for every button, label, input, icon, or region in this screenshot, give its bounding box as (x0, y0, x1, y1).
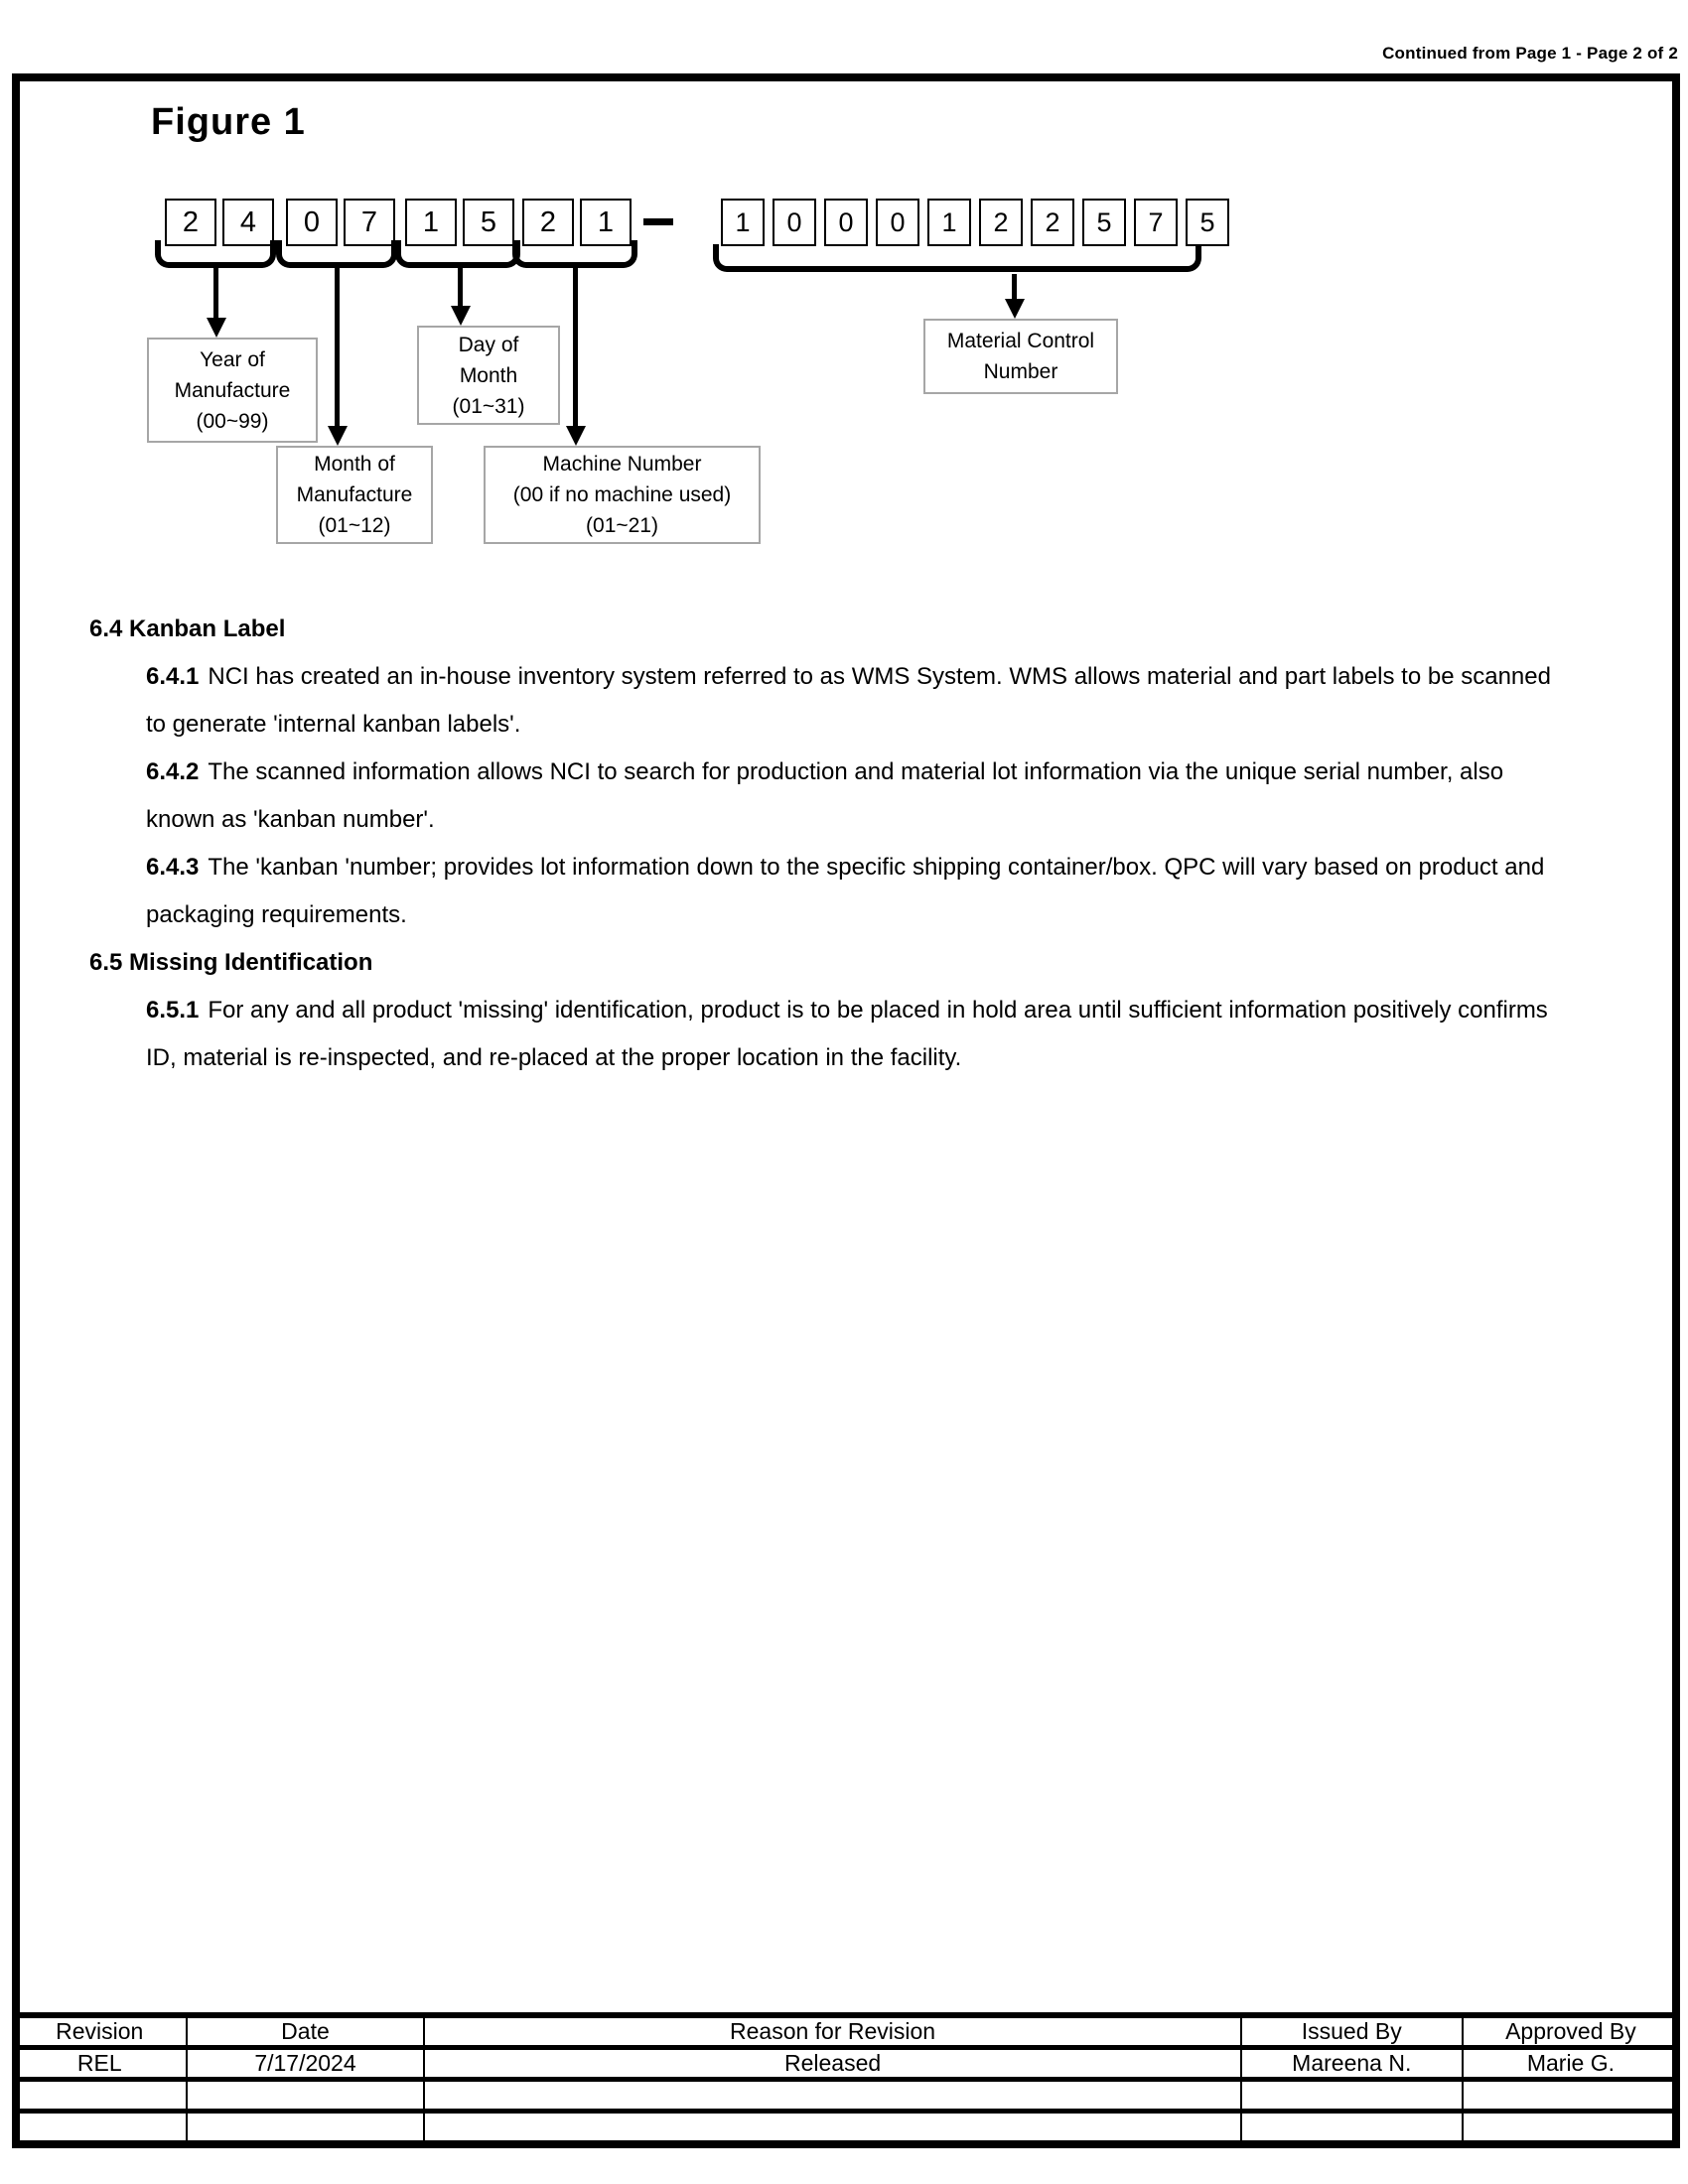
header-cell-revision: Revision (12, 2012, 188, 2048)
digit-box: 2 (979, 199, 1023, 246)
table-row (12, 2077, 1681, 2112)
down-arrow (213, 266, 218, 320)
digit-pair-machine: 2 1 (522, 199, 632, 246)
header-cell-issued-by: Issued By (1239, 2012, 1464, 2048)
digit-pair-day: 1 5 (405, 199, 514, 246)
table-cell: 7/17/2024 (185, 2045, 426, 2080)
down-arrow-head (451, 306, 471, 326)
down-arrow (1012, 274, 1017, 301)
digit-box: 1 (405, 199, 457, 246)
underbrace (155, 240, 276, 268)
down-arrow-head (1005, 299, 1025, 319)
digit-box: 1 (721, 199, 765, 246)
table-cell: Mareena N. (1239, 2045, 1464, 2080)
paragraph-text: NCI has created an in-house inventory sy… (146, 663, 1551, 738)
digit-pair-year: 2 4 (165, 199, 274, 246)
paragraph-text: The 'kanban 'number; provides lot inform… (146, 854, 1545, 928)
down-arrow (458, 266, 463, 308)
digit-box: 2 (1031, 199, 1074, 246)
table-cell (1239, 2109, 1464, 2148)
down-arrow (335, 266, 340, 426)
table-cell: Marie G. (1461, 2045, 1681, 2080)
down-arrow-head (328, 426, 348, 446)
digit-box: 0 (286, 199, 338, 246)
figure-title: Figure 1 (151, 101, 306, 143)
table-cell (1461, 2077, 1681, 2112)
digit-box: 1 (580, 199, 632, 246)
material-control-number-label: Material Control Number (923, 319, 1118, 394)
digit-box: 5 (463, 199, 514, 246)
table-cell: REL (12, 2045, 188, 2080)
digit-box: 2 (165, 199, 216, 246)
digit-box: 5 (1186, 199, 1229, 246)
digit-pair-month: 0 7 (286, 199, 395, 246)
digit-box: 5 (1082, 199, 1126, 246)
paragraph-number: 6.4.3 (146, 854, 200, 881)
digit-box: 7 (1134, 199, 1178, 246)
header-cell-reason: Reason for Revision (423, 2012, 1242, 2048)
down-arrow (573, 266, 578, 426)
month-of-manufacture-label: Month of Manufacture (01~12) (276, 446, 433, 544)
continued-note: Continued from Page 1 - Page 2 of 2 (1382, 44, 1678, 63)
table-cell (1461, 2109, 1681, 2148)
table-cell (12, 2109, 188, 2148)
table-row (12, 2109, 1681, 2148)
table-row: REL 7/17/2024 Released Mareena N. Marie … (12, 2045, 1681, 2080)
paragraph-number: 6.4.2 (146, 758, 200, 785)
table-cell (1239, 2077, 1464, 2112)
paragraph-number: 6.4.1 (146, 663, 200, 690)
day-of-month-label: Day of Month (01~31) (417, 326, 560, 425)
table-cell (185, 2077, 426, 2112)
table-cell (12, 2077, 188, 2112)
paragraph-text: For any and all product 'missing' identi… (146, 997, 1548, 1071)
group-separator-dash (643, 218, 673, 225)
paragraph-text: The scanned information allows NCI to se… (146, 758, 1504, 833)
digit-box: 4 (222, 199, 274, 246)
underbrace (713, 244, 1201, 272)
machine-number-label: Machine Number (00 if no machine used) (… (484, 446, 761, 544)
digit-box: 0 (773, 199, 816, 246)
year-of-manufacture-label: Year of Manufacture (00~99) (147, 338, 318, 443)
table-cell (185, 2109, 426, 2148)
underbrace (512, 240, 637, 268)
underbrace (395, 240, 520, 268)
table-cell (423, 2109, 1242, 2148)
section-heading: 6.5 Missing Identification (89, 949, 373, 976)
revision-table: Revision Date Reason for Revision Issued… (12, 2012, 1681, 2148)
digit-box: 0 (824, 199, 868, 246)
paragraph-number: 6.5.1 (146, 997, 200, 1024)
section-heading: 6.4 Kanban Label (89, 615, 286, 642)
digit-box: 7 (344, 199, 395, 246)
digit-box: 1 (927, 199, 971, 246)
down-arrow-head (566, 426, 586, 446)
table-cell (423, 2077, 1242, 2112)
digit-box: 0 (876, 199, 919, 246)
digit-group-material-control: 1 0 0 0 1 2 2 5 7 5 (721, 199, 1229, 246)
table-header-row: Revision Date Reason for Revision Issued… (12, 2012, 1681, 2048)
header-cell-date: Date (185, 2012, 426, 2048)
table-cell: Released (423, 2045, 1242, 2080)
down-arrow-head (207, 318, 226, 338)
header-cell-approved-by: Approved By (1461, 2012, 1681, 2048)
underbrace (276, 240, 397, 268)
digit-box: 2 (522, 199, 574, 246)
